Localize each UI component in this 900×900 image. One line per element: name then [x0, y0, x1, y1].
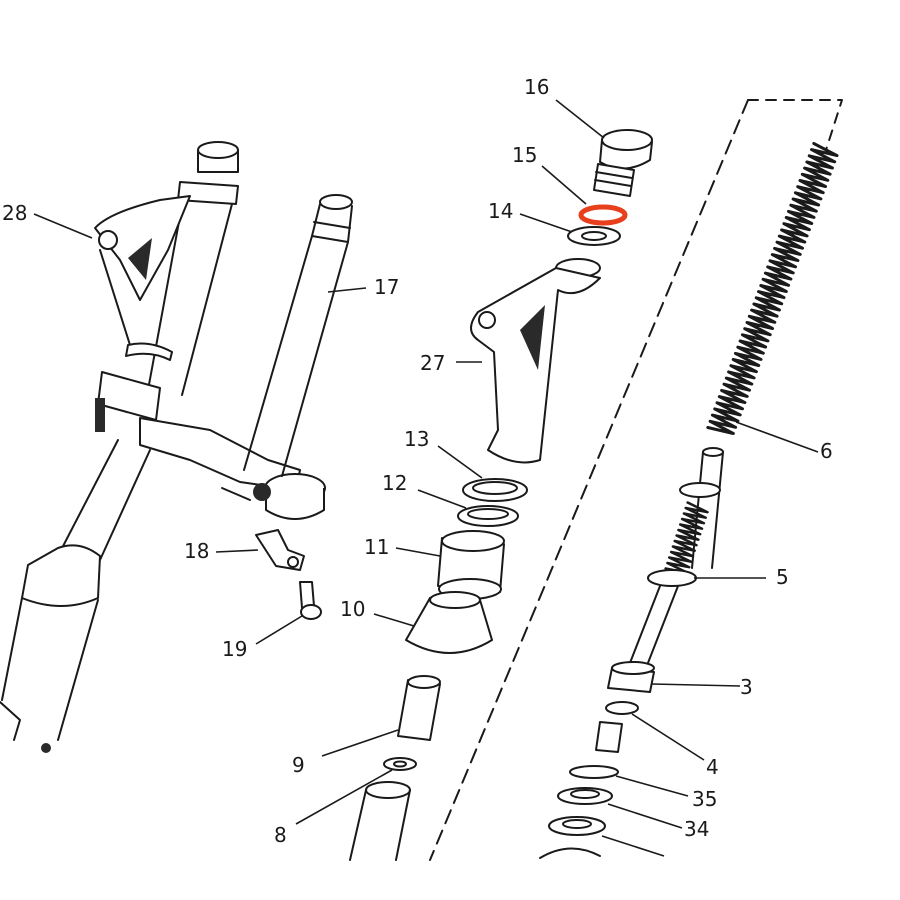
label-part-17: 17 — [374, 275, 399, 299]
label-part-5: 5 — [776, 565, 789, 589]
cap-bolt — [593, 129, 653, 197]
label-part-28: 28 — [2, 201, 27, 225]
label-part-18: 18 — [184, 539, 209, 563]
label-part-9: 9 — [292, 753, 305, 777]
clip-and-bolt — [255, 529, 322, 620]
label-part-27: 27 — [420, 351, 445, 375]
bushing — [437, 530, 505, 600]
cone-seat — [405, 591, 493, 654]
small-washer — [383, 757, 417, 771]
fork-spring — [706, 142, 839, 435]
label-part-34: 34 — [684, 817, 709, 841]
leader-lines — [33, 99, 819, 857]
lower-tube-stub — [349, 781, 411, 861]
ring-12 — [457, 505, 519, 527]
label-part-14: 14 — [488, 199, 513, 223]
label-part-3: 3 — [740, 675, 753, 699]
fork-leg-assembly — [0, 141, 326, 753]
label-part-8: 8 — [274, 823, 287, 847]
label-part-4: 4 — [706, 755, 719, 779]
inner-fork-tube — [243, 194, 353, 477]
label-part-10: 10 — [340, 597, 365, 621]
label-part-35: 35 — [692, 787, 717, 811]
subassembly-frame — [429, 99, 843, 861]
upper-bracket — [470, 258, 601, 464]
label-part-6: 6 — [820, 439, 833, 463]
label-part-19: 19 — [222, 637, 247, 661]
label-part-12: 12 — [382, 471, 407, 495]
damper-rod — [539, 447, 724, 859]
label-part-15: 15 — [512, 143, 537, 167]
washer — [567, 226, 621, 246]
label-part-16: 16 — [524, 75, 549, 99]
part-labels: 16 15 14 27 13 12 11 10 9 8 28 17 18 19 … — [2, 75, 833, 847]
label-part-13: 13 — [404, 427, 429, 451]
label-part-11: 11 — [364, 535, 389, 559]
ring-13 — [462, 478, 528, 502]
o-ring — [578, 204, 628, 226]
collar — [397, 675, 441, 741]
